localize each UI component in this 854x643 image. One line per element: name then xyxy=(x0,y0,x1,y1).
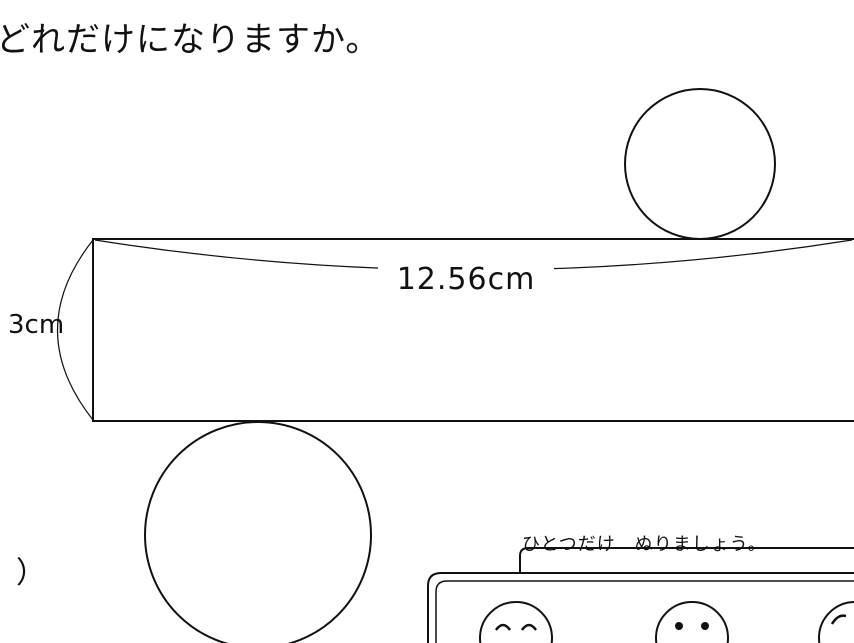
sad-face-icon[interactable] xyxy=(818,601,854,643)
answer-bracket: ） xyxy=(16,556,46,591)
length-label: 12.56cm xyxy=(378,262,554,297)
self-evaluation-box xyxy=(427,547,854,643)
bottom-circle xyxy=(144,421,372,643)
top-circle xyxy=(624,88,776,240)
side-rectangle xyxy=(92,238,854,422)
height-dimension-arc xyxy=(57,239,94,421)
question-text: どれだけになりますか。 xyxy=(0,20,381,60)
neutral-face-icon[interactable] xyxy=(655,601,729,643)
smile-face-icon[interactable] xyxy=(479,601,553,643)
self-evaluation-title: ひとつだけ ぬりましょう。 xyxy=(522,534,767,555)
height-label: 3cm xyxy=(8,310,65,340)
